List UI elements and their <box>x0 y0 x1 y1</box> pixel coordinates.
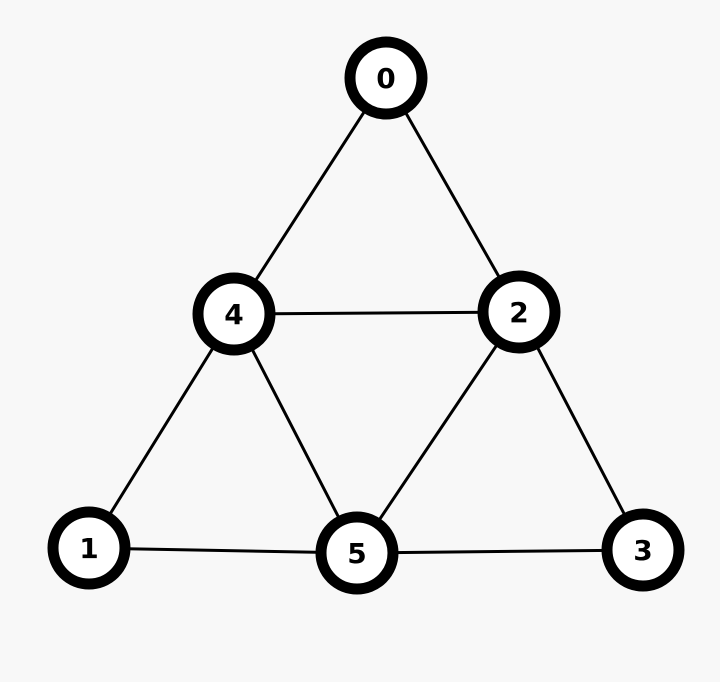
graph-edge-5-3 <box>355 548 645 555</box>
graph-edge-0-2 <box>384 76 521 314</box>
graph-node-1[interactable]: 1 <box>47 506 131 590</box>
graph-node-5[interactable]: 5 <box>315 511 399 595</box>
graph-node-4[interactable]: 4 <box>192 272 276 356</box>
graph-node-label-5: 5 <box>347 537 366 570</box>
graph-node-label-4: 4 <box>224 298 243 331</box>
graph-node-label-3: 3 <box>633 534 652 567</box>
graph-edge-2-5 <box>355 310 521 555</box>
graph-node-circle-3[interactable] <box>601 508 685 592</box>
graph-node-circle-4[interactable] <box>192 272 276 356</box>
graph-node-circle-5[interactable] <box>315 511 399 595</box>
graph-edge-4-1 <box>87 312 236 550</box>
graph-edge-4-5 <box>232 312 359 555</box>
graph-node-0[interactable]: 0 <box>344 36 428 120</box>
graph-node-label-0: 0 <box>376 62 395 95</box>
graph-edge-2-3 <box>517 310 645 552</box>
graph-node-label-1: 1 <box>79 532 98 565</box>
graph-edge-1-5 <box>87 546 359 555</box>
graph-node-label-2: 2 <box>509 296 528 329</box>
graph-node-circle-1[interactable] <box>47 506 131 590</box>
graph-node-circle-0[interactable] <box>344 36 428 120</box>
graph-node-circle-2[interactable] <box>477 270 561 354</box>
graph-edge-4-2 <box>232 310 521 316</box>
graph-node-2[interactable]: 2 <box>477 270 561 354</box>
graph-node-3[interactable]: 3 <box>601 508 685 592</box>
graph-edge-0-4 <box>232 76 388 316</box>
